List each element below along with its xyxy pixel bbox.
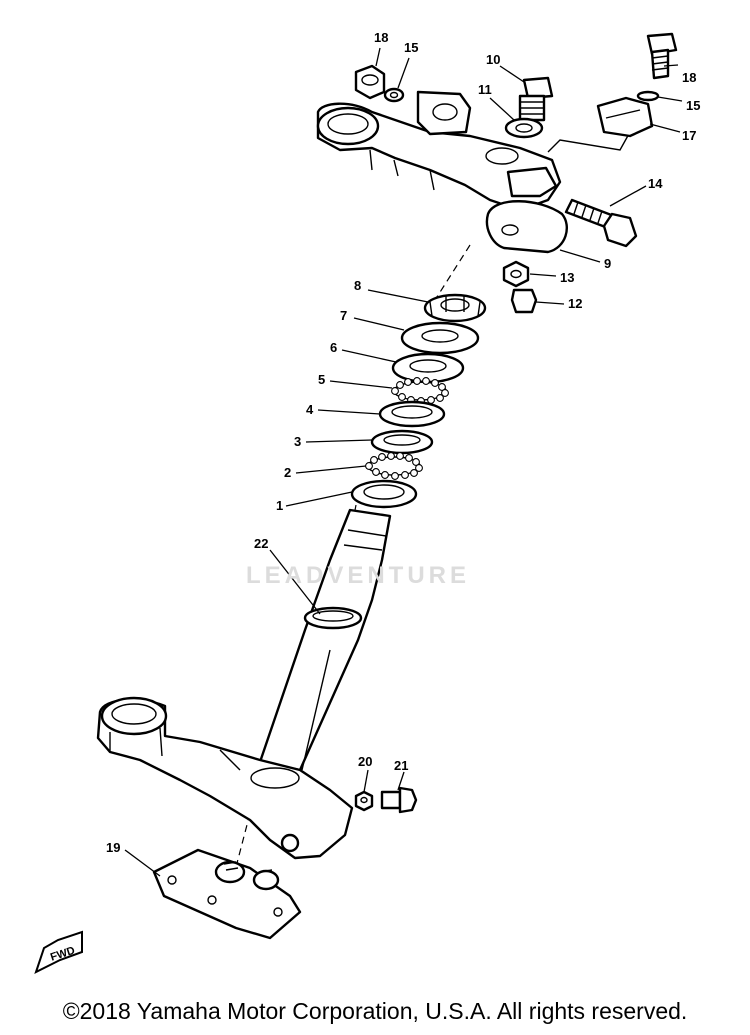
label-10: 10: [486, 52, 500, 67]
label-12: 12: [568, 296, 582, 311]
label-11: 11: [478, 82, 492, 97]
label-18-left: 18: [374, 30, 388, 45]
part-8-ring-nut: [423, 293, 487, 323]
part-1-race: [350, 479, 418, 509]
part-21-bolt: [380, 786, 418, 814]
label-5: 5: [318, 372, 325, 387]
label-3: 3: [294, 434, 301, 449]
label-15-right: 15: [686, 98, 700, 113]
label-8: 8: [354, 278, 361, 293]
part-9-clamp: [485, 200, 568, 254]
part-15-washer-left: [383, 87, 405, 103]
label-7: 7: [340, 308, 347, 323]
lower-bracket: [96, 696, 354, 860]
watermark: LEADVENTURE: [246, 562, 471, 589]
label-13: 13: [560, 270, 574, 285]
part-12-bolt: [510, 288, 538, 314]
part-4-race: [378, 400, 446, 428]
fwd-arrow-icon: FWD: [34, 930, 83, 974]
label-2: 2: [284, 465, 291, 480]
part-11-spacer: [504, 117, 544, 139]
part-18-bolt-right: [646, 32, 678, 80]
callout-labels: 18 15 10 11 18 15 17 14 9 13 12 8 7 6 5 …: [106, 30, 700, 855]
label-15-left: 15: [404, 40, 418, 55]
part-7-washer: [400, 321, 480, 355]
label-1: 1: [276, 498, 283, 513]
copyright-notice: ©2018 Yamaha Motor Corporation, U.S.A. A…: [62, 998, 688, 1024]
label-4: 4: [306, 402, 314, 417]
part-22-seal: [303, 606, 363, 630]
label-9: 9: [604, 256, 611, 271]
part-13-nut: [502, 260, 530, 288]
part-19-cover: [152, 848, 302, 940]
part-20-washer: [354, 790, 374, 812]
label-6: 6: [330, 340, 337, 355]
part-18-nut-left: [354, 64, 386, 100]
label-18-right: 18: [682, 70, 696, 85]
label-19: 19: [106, 840, 120, 855]
part-17-holder: [596, 96, 654, 138]
label-14: 14: [648, 176, 663, 191]
label-17: 17: [682, 128, 696, 143]
part-3-race: [370, 429, 434, 455]
label-22: 22: [254, 536, 268, 551]
part-14-bolt: [564, 198, 638, 248]
part-10-bolt: [518, 76, 554, 122]
leader-lines: [124, 47, 683, 877]
upper-bracket: [316, 90, 562, 212]
label-20: 20: [358, 754, 372, 769]
part-2-balls: [365, 452, 423, 480]
steering-stem: [258, 508, 392, 772]
part-15-washer-right: [636, 90, 660, 102]
label-21: 21: [394, 758, 408, 773]
